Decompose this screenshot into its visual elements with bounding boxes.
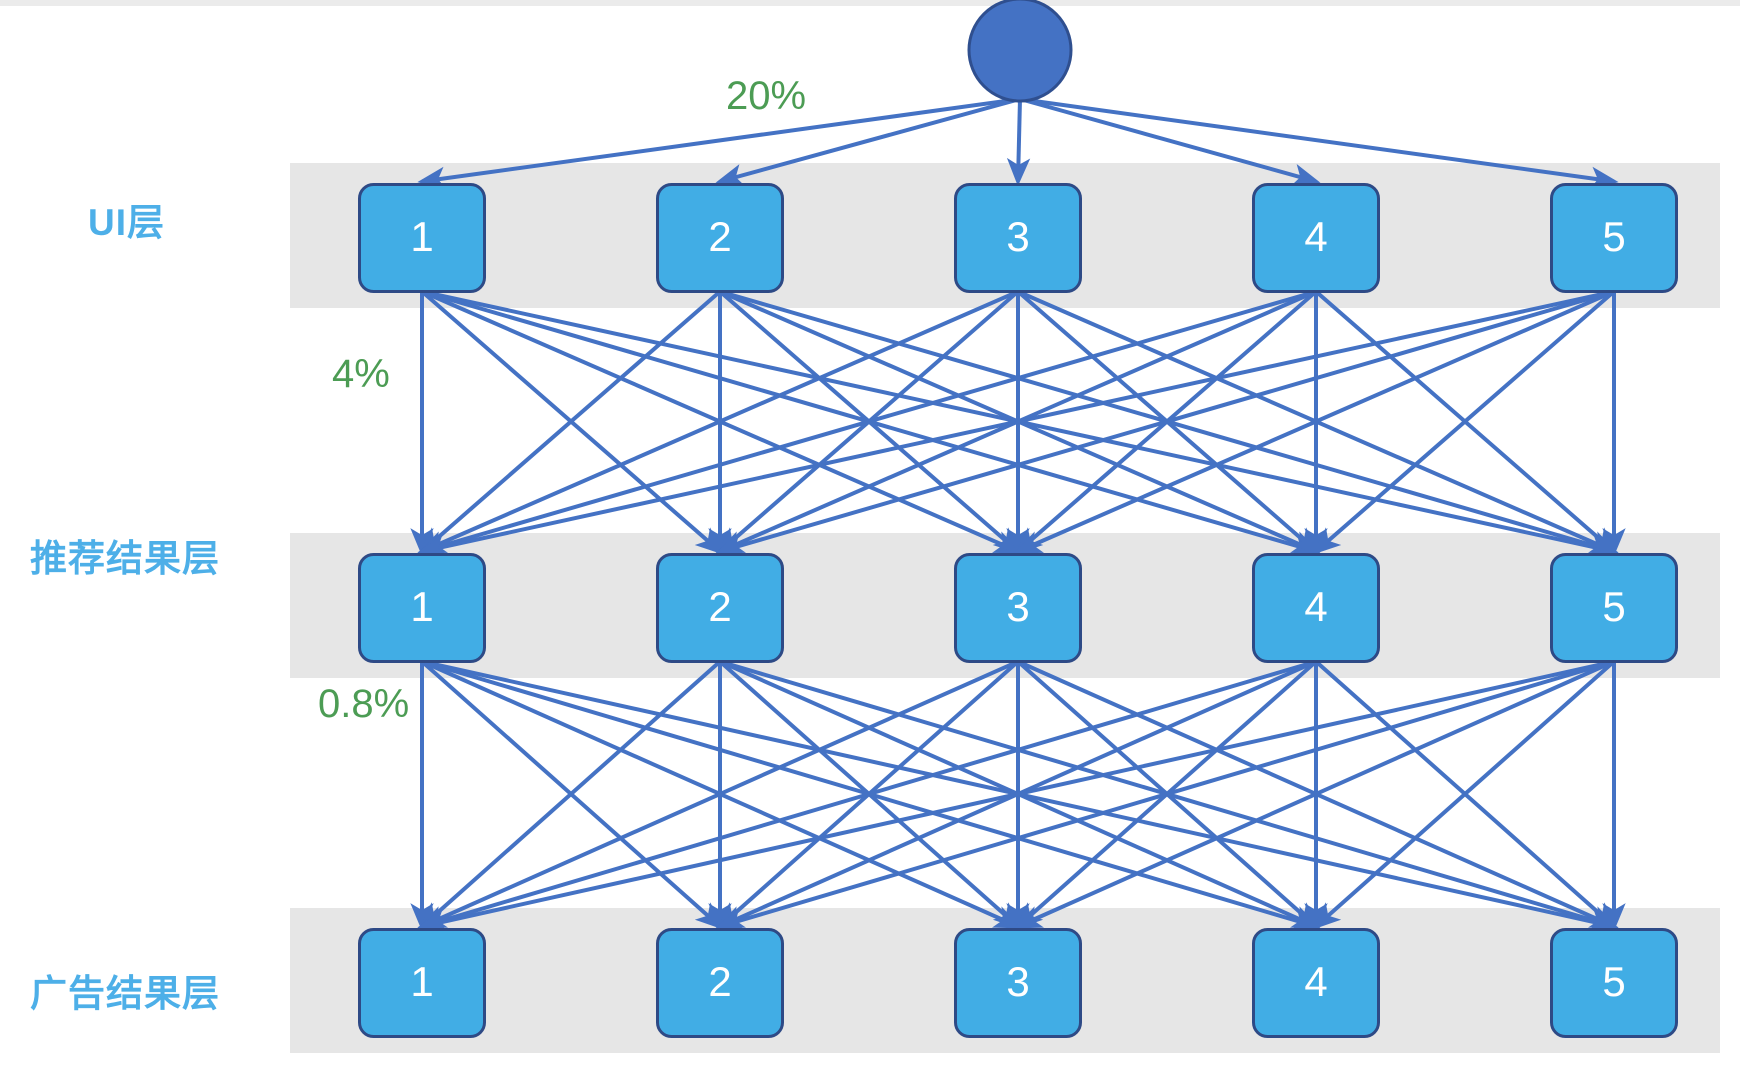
edge-ui-2-to-recommend-1 xyxy=(418,289,722,555)
node-label: 1 xyxy=(410,583,433,630)
edge-ui-5-to-recommend-3 xyxy=(1013,289,1615,554)
node-ui-1[interactable]: 1 xyxy=(358,183,486,293)
node-box xyxy=(358,928,486,1038)
node-box xyxy=(656,183,784,293)
node-box xyxy=(656,553,784,663)
node-label: 3 xyxy=(1006,583,1029,630)
node-label: 1 xyxy=(410,213,433,260)
node-label: 5 xyxy=(1602,583,1625,630)
edge-recommend-4-to-ads-1 xyxy=(417,659,1317,932)
layer-label-ads: 广告结果层 xyxy=(30,973,220,1014)
layer-label-recommend: 推荐结果层 xyxy=(30,538,220,579)
node-box xyxy=(656,928,784,1038)
top-strip xyxy=(0,0,1740,6)
edge-ui-4-to-recommend-1 xyxy=(417,289,1317,557)
node-label: 2 xyxy=(708,213,731,260)
layer-label-ui: UI层 xyxy=(88,202,165,243)
node-label: 4 xyxy=(1304,213,1327,260)
node-box xyxy=(358,553,486,663)
node-box xyxy=(1550,553,1678,663)
node-recommend-3[interactable]: 3 xyxy=(954,553,1082,663)
node-ads-3[interactable]: 3 xyxy=(954,928,1082,1038)
node-box xyxy=(954,183,1082,293)
edge-ui-3-to-recommend-1 xyxy=(417,289,1019,554)
percent-root-to-ui: 20% xyxy=(726,74,807,118)
node-label: 5 xyxy=(1602,958,1625,1005)
node-box xyxy=(1252,183,1380,293)
node-box xyxy=(954,928,1082,1038)
node-ads-5[interactable]: 5 xyxy=(1550,928,1678,1038)
edge-recommend-5-to-ads-2 xyxy=(715,659,1615,932)
node-ads-1[interactable]: 1 xyxy=(358,928,486,1038)
edge-ui-5-to-recommend-1 xyxy=(417,289,1615,558)
edge-ui-5-to-recommend-4 xyxy=(1312,289,1616,555)
node-label: 5 xyxy=(1602,213,1625,260)
node-label: 4 xyxy=(1304,583,1327,630)
node-ads-4[interactable]: 4 xyxy=(1252,928,1380,1038)
node-label: 3 xyxy=(1006,213,1029,260)
edge-recommend-5-to-ads-1 xyxy=(417,659,1615,933)
node-recommend-1[interactable]: 1 xyxy=(358,553,486,663)
node-box xyxy=(1252,553,1380,663)
node-box xyxy=(954,553,1082,663)
node-recommend-5[interactable]: 5 xyxy=(1550,553,1678,663)
node-recommend-4[interactable]: 4 xyxy=(1252,553,1380,663)
edge-root-to-ui-4 xyxy=(1019,97,1321,187)
node-recommend-2[interactable]: 2 xyxy=(656,553,784,663)
edge-recommend-3-to-ads-1 xyxy=(417,659,1019,929)
edge-root-to-ui-2 xyxy=(715,97,1021,187)
percent-recommend-to-ads: 0.8% xyxy=(318,682,410,726)
node-ads-2[interactable]: 2 xyxy=(656,928,784,1038)
node-ui-4[interactable]: 4 xyxy=(1252,183,1380,293)
node-ui-2[interactable]: 2 xyxy=(656,183,784,293)
node-box xyxy=(1550,183,1678,293)
edge-recommend-5-to-ads-3 xyxy=(1013,659,1615,929)
node-label: 3 xyxy=(1006,958,1029,1005)
node-label: 1 xyxy=(410,958,433,1005)
edge-root-to-ui-3 xyxy=(1006,98,1031,187)
node-ui-5[interactable]: 5 xyxy=(1550,183,1678,293)
root-node[interactable] xyxy=(967,0,1073,103)
node-label: 4 xyxy=(1304,958,1327,1005)
edge-root-to-ui-1 xyxy=(417,97,1021,190)
edge-ui-5-to-recommend-2 xyxy=(715,289,1615,557)
node-group: 1 2 3 4 5 1 2 3 4 5 1 2 3 4 5 xyxy=(358,0,1678,1038)
node-label: 2 xyxy=(708,958,731,1005)
edge-root-to-ui-5 xyxy=(1019,97,1619,190)
edge-recommend-5-to-ads-4 xyxy=(1312,660,1616,930)
percent-ui-to-recommend: 4% xyxy=(332,352,390,396)
node-box xyxy=(1252,928,1380,1038)
node-box xyxy=(358,183,486,293)
node-label: 2 xyxy=(708,583,731,630)
edge-group xyxy=(410,97,1626,933)
node-ui-3[interactable]: 3 xyxy=(954,183,1082,293)
node-box xyxy=(1550,928,1678,1038)
edge-recommend-2-to-ads-1 xyxy=(418,660,722,930)
